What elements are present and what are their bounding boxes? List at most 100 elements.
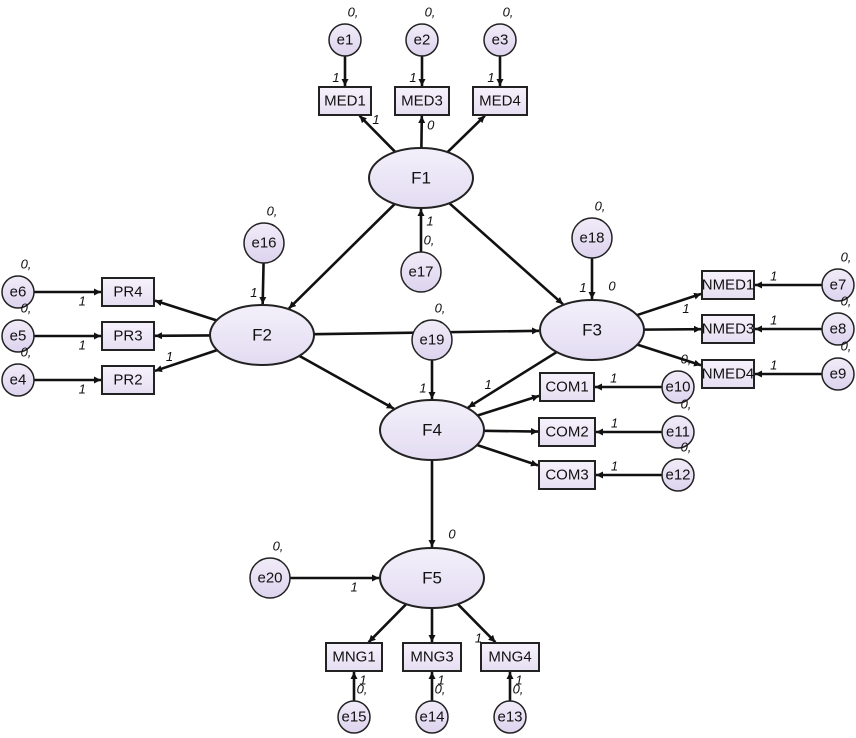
error-e12[interactable]: e12 <box>661 458 695 492</box>
indicator-label: COM3 <box>545 467 588 484</box>
variance-label-e10: 0, <box>681 352 692 367</box>
indicator-box <box>701 314 755 344</box>
indicator-pr3[interactable]: PR3 <box>101 321 155 351</box>
indicator-mng3[interactable]: MNG3 <box>402 642 462 672</box>
error-e2[interactable]: e2 <box>405 23 439 57</box>
path-weight-label: 1 <box>610 371 617 386</box>
path-weight-label: 1 <box>250 285 257 300</box>
path-weight-label: 1 <box>419 381 426 396</box>
variance-label-e11: 0, <box>681 397 692 412</box>
indicator-label: MED3 <box>401 93 443 110</box>
error-circle <box>415 700 449 734</box>
error-e16[interactable]: e16 <box>243 222 285 264</box>
indicator-label: MNG1 <box>332 649 375 666</box>
variance-label-e6: 0, <box>21 257 32 272</box>
error-e15[interactable]: e15 <box>337 700 371 734</box>
path-f4-to-com2 <box>483 427 539 435</box>
variance-label-e8: 0, <box>841 294 852 309</box>
latent-ellipse <box>209 304 315 366</box>
variance-label-e16: 0, <box>267 204 278 219</box>
error-e7[interactable]: e7 <box>821 268 855 302</box>
indicator-mng4[interactable]: MNG4 <box>480 642 540 672</box>
variance-label-e18: 0, <box>595 199 606 214</box>
indicator-box <box>538 460 596 490</box>
error-label: e1 <box>337 32 354 49</box>
error-e1[interactable]: e1 <box>328 23 362 57</box>
latent-label: F5 <box>422 569 442 588</box>
indicator-box <box>480 642 540 672</box>
indicator-label: PR4 <box>113 284 142 301</box>
indicator-label: MNG4 <box>488 649 531 666</box>
path-weight-label: 1 <box>485 377 492 392</box>
error-e14[interactable]: e14 <box>415 700 449 734</box>
error-e19[interactable]: e19 <box>411 319 453 361</box>
path-f1-to-med4 <box>446 114 486 154</box>
indicator-label: NMED1 <box>702 277 755 294</box>
error-e4[interactable]: e4 <box>1 363 35 397</box>
error-e20[interactable]: e20 <box>249 557 291 599</box>
error-label: e12 <box>665 467 690 484</box>
path-weight-label: 1 <box>515 673 522 688</box>
path-f2-to-pr2 <box>154 348 218 373</box>
indicator-box <box>402 642 462 672</box>
error-e11[interactable]: e11 <box>661 415 695 449</box>
error-e17[interactable]: e17 <box>400 251 442 293</box>
path-weight-label: 1 <box>79 338 86 353</box>
error-e10[interactable]: e10 <box>661 370 695 404</box>
error-e5[interactable]: e5 <box>1 319 35 353</box>
error-circle <box>483 23 517 57</box>
indicator-nmed4[interactable]: NMED4 <box>701 359 755 389</box>
latent-f1[interactable]: F1 <box>368 147 474 209</box>
path-weight-label: 1 <box>332 70 339 85</box>
error-label: e17 <box>408 264 433 281</box>
error-e9[interactable]: e9 <box>821 357 855 391</box>
indicator-med4[interactable]: MED4 <box>472 86 528 116</box>
path-weight-label: 1 <box>770 269 777 284</box>
indicator-label: MNG3 <box>410 649 453 666</box>
path-weight-label: 1 <box>437 673 444 688</box>
indicator-nmed3[interactable]: NMED3 <box>701 314 755 344</box>
latent-label: F3 <box>582 321 602 340</box>
error-e18[interactable]: e18 <box>571 217 613 259</box>
error-circle <box>821 268 855 302</box>
variance-label-e2: 0, <box>425 5 436 20</box>
path-f1-to-f2 <box>288 202 396 310</box>
indicator-nmed1[interactable]: NMED1 <box>701 270 755 300</box>
indicator-med3[interactable]: MED3 <box>394 86 450 116</box>
path-weight-label: 1 <box>372 112 379 127</box>
error-label: e20 <box>257 570 282 587</box>
variance-label-e15: 0, <box>357 682 368 697</box>
variance-label-f5: 0 <box>448 527 456 542</box>
error-circle <box>493 700 527 734</box>
indicator-med1[interactable]: MED1 <box>318 86 372 116</box>
path-weight-label: 1 <box>166 349 173 364</box>
path-f5-to-mng4 <box>456 603 497 644</box>
latent-f5[interactable]: F5 <box>379 547 485 609</box>
variance-label-e12: 0, <box>681 440 692 455</box>
path-weight-label: 1 <box>579 280 586 295</box>
error-label: e13 <box>497 709 522 726</box>
latent-f4[interactable]: F4 <box>379 399 485 461</box>
indicator-mng1[interactable]: MNG1 <box>325 642 383 672</box>
path-f1-to-f3 <box>448 202 564 306</box>
error-label: e2 <box>414 32 431 49</box>
indicator-pr4[interactable]: PR4 <box>101 277 155 307</box>
indicator-com1[interactable]: COM1 <box>539 372 595 402</box>
error-e3[interactable]: e3 <box>483 23 517 57</box>
path-weight-label: 1 <box>426 214 433 229</box>
error-e6[interactable]: e6 <box>1 275 35 309</box>
indicator-com3[interactable]: COM3 <box>538 460 596 490</box>
indicator-com2[interactable]: COM2 <box>538 417 596 447</box>
indicator-pr2[interactable]: PR2 <box>101 365 155 395</box>
error-label: e14 <box>419 709 444 726</box>
error-e8[interactable]: e8 <box>821 312 855 346</box>
path-f3-to-nmed4 <box>636 343 702 367</box>
latent-f3[interactable]: F3 <box>539 299 645 361</box>
path-weight-label: 1 <box>682 301 689 316</box>
indicator-box <box>101 277 155 307</box>
latent-f2[interactable]: F2 <box>209 304 315 366</box>
error-circle <box>661 415 695 449</box>
path-f4-to-com1 <box>477 394 540 417</box>
error-e13[interactable]: e13 <box>493 700 527 734</box>
